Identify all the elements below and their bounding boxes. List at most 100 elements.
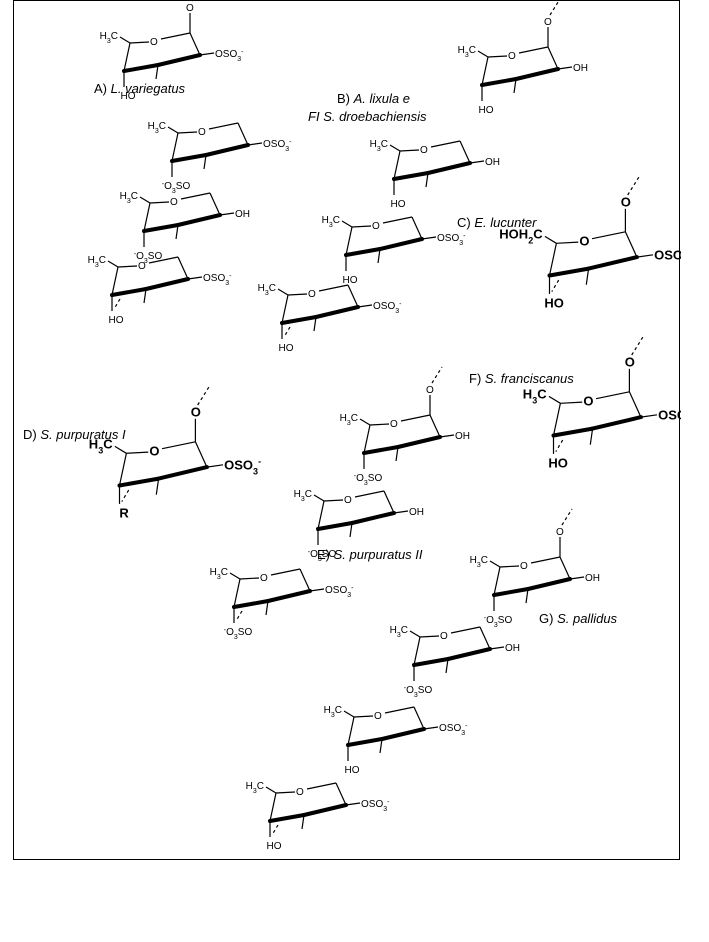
bond-bold — [526, 577, 572, 591]
dashed-linkage — [121, 489, 130, 502]
bond — [595, 391, 630, 400]
bond — [548, 395, 561, 404]
bond — [180, 192, 211, 200]
bond — [233, 578, 241, 608]
bond — [335, 782, 347, 806]
bond — [275, 791, 296, 794]
bond — [450, 626, 481, 634]
hydroxyl-group: HO — [391, 199, 406, 210]
methyl-group: HOH2C — [499, 227, 543, 246]
sulfate-group: -O3SO — [354, 473, 383, 487]
bond — [306, 782, 337, 790]
bond — [513, 78, 517, 94]
glycosidic-oxygen: O — [625, 355, 635, 370]
bond — [343, 710, 355, 718]
ring-oxygen: O — [344, 495, 352, 506]
label-G: G) S. pallidus — [539, 611, 618, 626]
bond — [552, 403, 561, 436]
bond — [430, 140, 461, 148]
ring-oxygen: O — [508, 51, 516, 62]
sulfate-group: OSO3- — [224, 456, 261, 476]
bond — [171, 132, 179, 162]
bond — [313, 316, 317, 332]
bond-bold — [122, 63, 160, 73]
methyl-group: H3C — [458, 45, 476, 59]
bond — [167, 126, 179, 134]
bond-bold — [380, 727, 426, 741]
bond — [345, 226, 353, 256]
bond — [377, 248, 381, 264]
ring-oxygen: O — [390, 419, 398, 430]
dashed-linkage — [197, 386, 210, 406]
bond-bold — [176, 213, 222, 227]
glycosidic-oxygen: O — [556, 527, 564, 538]
bond — [382, 216, 413, 224]
hydroxyl-group: OH — [235, 209, 250, 220]
bond — [161, 441, 196, 450]
bond — [270, 568, 301, 576]
methyl-group: H3C — [390, 625, 408, 639]
bond — [479, 626, 491, 650]
hydroxyl-group: HO — [109, 315, 124, 326]
methyl-group: H3C — [370, 139, 388, 153]
bond-bold — [268, 813, 306, 823]
bond — [349, 522, 353, 538]
dashed-linkage — [631, 336, 644, 356]
bond — [281, 294, 289, 324]
bond — [206, 464, 224, 468]
methyl-group: H3C — [88, 255, 106, 269]
sulfate-group: -O3SO — [162, 181, 191, 195]
bond-bold — [280, 315, 318, 325]
hydroxyl-group: HO — [279, 343, 294, 354]
bond — [640, 414, 658, 418]
label-F: F) S. franciscanus — [469, 371, 574, 386]
bond — [118, 453, 127, 486]
hydroxyl-group: HO — [479, 105, 494, 116]
bond — [477, 50, 489, 58]
bond — [384, 706, 415, 714]
bond — [309, 588, 325, 592]
sulfate-group: -O3SO — [308, 549, 337, 563]
bond — [177, 131, 198, 134]
bond — [393, 510, 409, 514]
dashed-linkage — [555, 439, 564, 452]
bond-bold — [314, 305, 360, 319]
bond — [389, 144, 401, 152]
ring-oxygen: O — [150, 37, 158, 48]
bond-bold — [110, 287, 148, 297]
ring-oxygen: O — [520, 561, 528, 572]
bond — [399, 149, 420, 152]
bond — [363, 424, 371, 454]
polysaccharide-structures-diagram: OOOSO3-H3CHOOOSO3-H3C-O3SOOOHH3C-O3SOOOS… — [23, 1, 681, 852]
bond — [489, 560, 501, 568]
bond — [591, 231, 626, 240]
bond — [139, 196, 151, 204]
hydroxyl-group: HO — [267, 841, 282, 852]
bond — [347, 716, 355, 746]
bond — [628, 391, 642, 418]
bond — [419, 635, 440, 638]
bond — [559, 556, 571, 580]
bond-bold — [426, 161, 472, 175]
bond — [489, 646, 505, 650]
bond — [323, 499, 344, 502]
bond-bold — [266, 589, 312, 603]
hydroxyl-group: OH — [455, 431, 470, 442]
bond — [287, 293, 308, 296]
bond — [209, 192, 221, 216]
ring-oxygen: O — [149, 444, 159, 459]
bond — [111, 266, 119, 296]
bond — [353, 715, 374, 718]
bond — [469, 160, 485, 164]
dashed-linkage — [271, 824, 279, 836]
bond — [148, 256, 179, 264]
bond — [219, 212, 235, 216]
sulfate-group: -O3SO — [134, 251, 163, 265]
bond — [143, 202, 151, 232]
bond-bold — [316, 521, 354, 531]
bond — [318, 284, 349, 292]
bond — [199, 52, 215, 56]
bond — [499, 565, 520, 568]
bond — [155, 478, 160, 495]
bond — [107, 260, 119, 268]
